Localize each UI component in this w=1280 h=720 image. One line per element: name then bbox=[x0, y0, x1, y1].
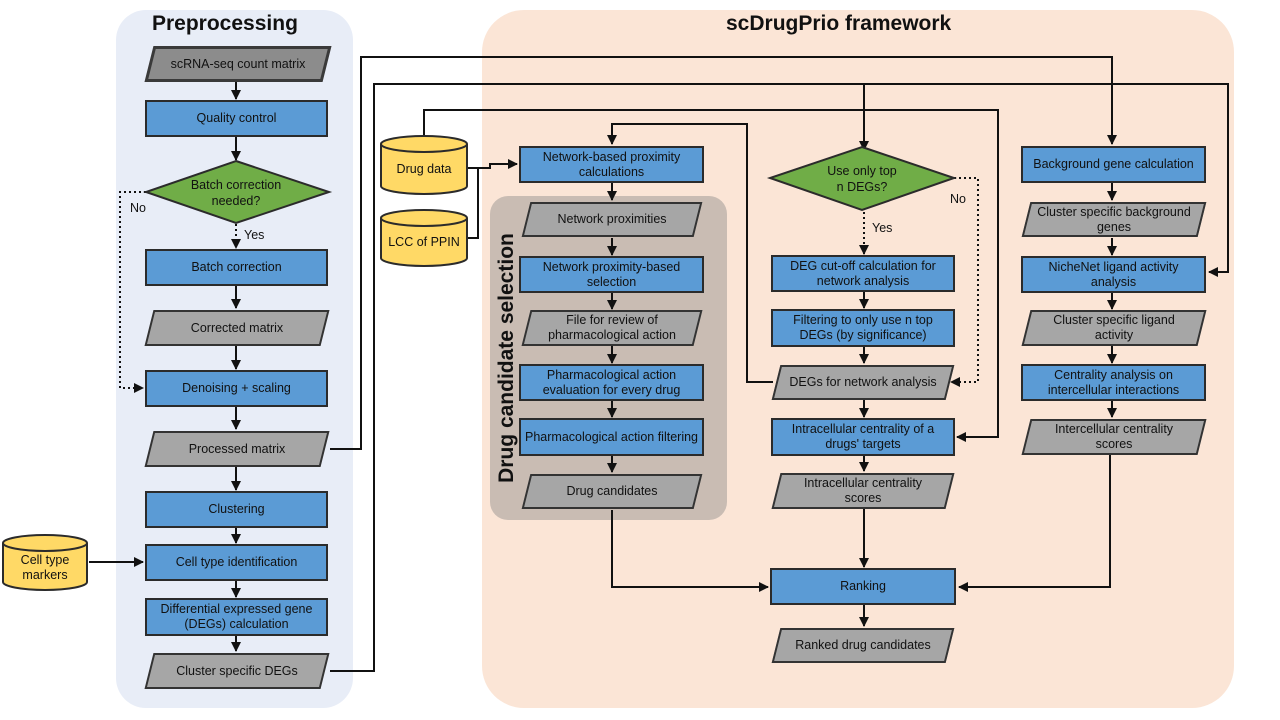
lcc-ppin-database: LCC of PPIN bbox=[380, 209, 468, 267]
batch-correction-needed-decision bbox=[142, 159, 333, 225]
use-top-n-degs-decision bbox=[766, 145, 958, 212]
deg-calculation-step: Differential expressed gene (DEGs) calcu… bbox=[145, 598, 328, 636]
processed-matrix-data: Processed matrix bbox=[149, 431, 325, 467]
framework-title: scDrugPrio framework bbox=[726, 12, 952, 35]
clustering-step: Clustering bbox=[145, 491, 328, 528]
file-for-review-data: File for review of pharmacological actio… bbox=[526, 310, 698, 346]
topn-decision-line2: n DEGs? bbox=[837, 180, 888, 194]
pharmacological-action-filtering-step: Pharmacological action filtering bbox=[519, 418, 704, 456]
scrna-seq-count-matrix: scRNA-seq count matrix bbox=[149, 46, 327, 82]
pharmacological-action-evaluation-step: Pharmacological action evaluation for ev… bbox=[519, 364, 704, 401]
intracellular-centrality-step: Intracellular centrality of a drugs' tar… bbox=[771, 418, 955, 456]
edge-drugdata-proximity bbox=[467, 159, 518, 169]
ranking-step: Ranking bbox=[770, 568, 956, 605]
edge-interscores-ranking bbox=[958, 455, 1111, 592]
lcc-ppin-label: LCC of PPIN bbox=[388, 235, 460, 249]
edge-degs-nichenet bbox=[330, 83, 1229, 672]
cluster-specific-background-genes-data: Cluster specific background genes bbox=[1026, 202, 1202, 237]
drug-candidates-data: Drug candidates bbox=[526, 474, 698, 509]
batch-decision-line2: needed? bbox=[212, 194, 261, 208]
cell-type-identification-step: Cell type identification bbox=[145, 544, 328, 581]
edge-processed-background bbox=[330, 56, 1117, 450]
topn-decision-line1: Use only top bbox=[827, 164, 897, 178]
quality-control-step: Quality control bbox=[145, 100, 328, 137]
cell-type-markers-database: Cell type markers bbox=[2, 534, 88, 591]
batch-yes-label: Yes bbox=[244, 228, 265, 242]
intercellular-centrality-scores-data: Intercellular centrality scores bbox=[1026, 419, 1202, 455]
intracellular-centrality-scores-data: Intracellular centrality scores bbox=[776, 473, 950, 509]
edge-drugdata-intracellular bbox=[423, 109, 999, 442]
ranked-drug-candidates-data: Ranked drug candidates bbox=[776, 628, 950, 663]
edge-candidates-ranking bbox=[611, 510, 769, 592]
batch-no-label: No bbox=[130, 201, 146, 215]
edge-degs-proximity bbox=[607, 123, 773, 383]
topn-yes-label: Yes bbox=[872, 221, 893, 235]
deg-cutoff-calculation-step: DEG cut-off calculation for network anal… bbox=[771, 255, 955, 292]
degs-for-network-analysis-data: DEGs for network analysis bbox=[776, 365, 950, 400]
network-proximities-data: Network proximities bbox=[526, 202, 698, 237]
cell-type-markers-line1: Cell type bbox=[21, 553, 70, 567]
cluster-specific-degs-data: Cluster specific DEGs bbox=[149, 653, 325, 689]
corrected-matrix-data: Corrected matrix bbox=[149, 310, 325, 346]
edge-batch-no bbox=[119, 191, 146, 393]
network-proximity-selection-step: Network proximity-based selection bbox=[519, 256, 704, 293]
filtering-top-degs-step: Filtering to only use n top DEGs (by sig… bbox=[771, 309, 955, 347]
drug-data-database: Drug data bbox=[380, 135, 468, 195]
background-gene-calculation-step: Background gene calculation bbox=[1021, 146, 1206, 183]
preprocessing-title: Preprocessing bbox=[152, 12, 298, 35]
topn-no-label: No bbox=[950, 192, 966, 206]
denoising-scaling-step: Denoising + scaling bbox=[145, 370, 328, 407]
edge-topn-no bbox=[950, 177, 979, 387]
centrality-intercellular-step: Centrality analysis on intercellular int… bbox=[1021, 364, 1206, 401]
batch-decision-line1: Batch correction bbox=[191, 178, 281, 192]
cell-type-markers-line2: markers bbox=[22, 568, 67, 582]
nichenet-ligand-activity-step: NicheNet ligand activity analysis bbox=[1021, 256, 1206, 293]
drug-data-label: Drug data bbox=[397, 162, 452, 176]
edge-lcc-proximity bbox=[467, 168, 479, 239]
cluster-specific-ligand-activity-data: Cluster specific ligand activity bbox=[1026, 310, 1202, 346]
batch-correction-step: Batch correction bbox=[145, 249, 328, 286]
network-proximity-calculations-step: Network-based proximity calculations bbox=[519, 146, 704, 183]
